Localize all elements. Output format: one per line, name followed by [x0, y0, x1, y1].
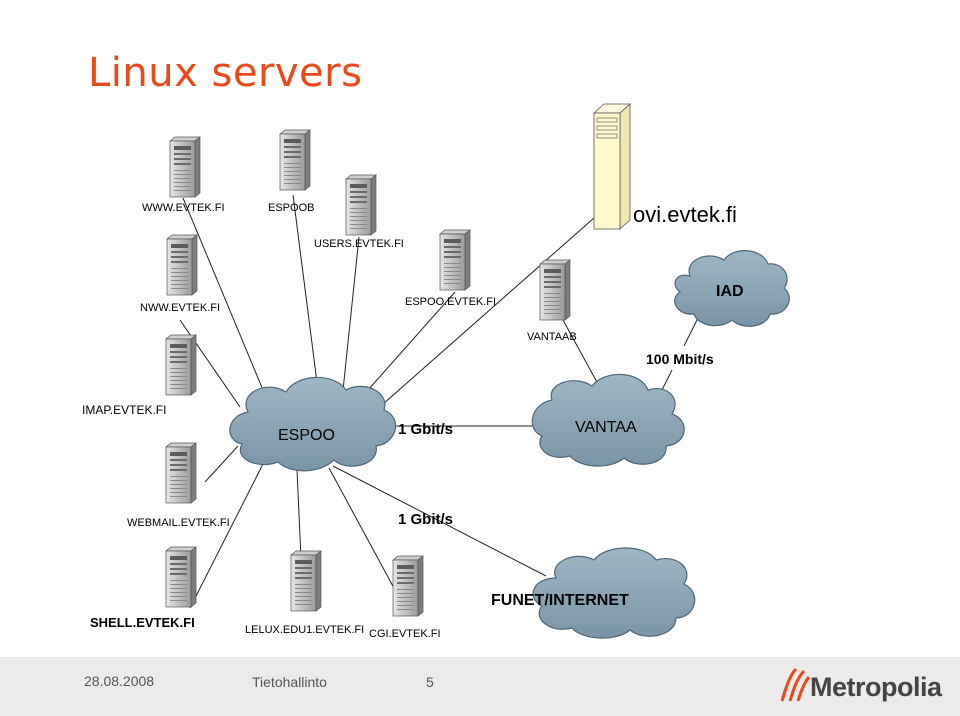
- label-cgi: CGI.EVTEK.FI: [369, 628, 441, 640]
- server-icon-nww: [166, 234, 198, 296]
- footer-date: 28.08.2008: [84, 673, 155, 689]
- slide-title: Linux servers: [88, 50, 363, 96]
- label-lelux: LELUX.EDU1.EVTEK.FI: [245, 624, 364, 636]
- server-icon-vantaab: [539, 259, 571, 321]
- link-users-espoo: [341, 236, 360, 401]
- label-imap: IMAP.EVTEK.FI: [82, 403, 166, 417]
- footer-course: Tietohallinto: [252, 674, 327, 690]
- link-label-bg: [640, 346, 730, 370]
- server-icon-imap: [165, 334, 197, 396]
- label-espoo-evtek: ESPOO.EVTEK.FI: [405, 296, 496, 308]
- label-nww: NWW.EVTEK.FI: [140, 302, 220, 314]
- footer-page-number: 5: [426, 674, 434, 690]
- server-icon-www: [169, 136, 201, 198]
- server-icon-webmail: [165, 442, 197, 504]
- server-icon-shell: [165, 546, 197, 608]
- server-icon-lelux: [290, 550, 322, 612]
- cloud-label-espoo: ESPOO: [278, 427, 335, 444]
- cloud-label-iad: IAD: [716, 283, 744, 300]
- server-icon-espoob: [279, 129, 311, 191]
- label-ovi: ovi.evtek.fi: [633, 202, 737, 227]
- server-ovi: [592, 103, 632, 230]
- label-espoob: ESPOOB: [268, 202, 314, 214]
- metropolia-logo-text: Metropolia: [810, 672, 942, 702]
- label-shell: SHELL.EVTEK.FI: [90, 615, 195, 630]
- link-vantaab-vantaa: [562, 319, 599, 385]
- cloud-vantaa: [531, 373, 685, 467]
- server-icon-espoo-evtek: [439, 229, 471, 291]
- slide-footer: 28.08.2008 Tietohallinto 5 Metropolia: [0, 657, 960, 716]
- link-label-vantaa-iad: 100 Mbit/s: [646, 351, 714, 367]
- link-label-espoo-vantaa: 1 Gbit/s: [398, 421, 453, 438]
- metropolia-logo-icon: [780, 667, 811, 702]
- link-label-espoo-funet: 1 Gbit/s: [398, 511, 453, 528]
- link-nww-espoo: [179, 319, 241, 408]
- cloud-label-vantaa: VANTAA: [575, 419, 637, 436]
- label-webmail: WEBMAIL.EVTEK.FI: [127, 517, 230, 529]
- cloud-espoo: [229, 376, 397, 472]
- label-users: USERS.EVTEK.FI: [314, 238, 404, 250]
- label-vantaab: VANTAAB: [527, 331, 577, 343]
- server-icon-users: [345, 174, 377, 236]
- link-espoo-funet: [332, 465, 547, 577]
- metropolia-logo: Metropolia: [776, 663, 946, 709]
- link-espoob-espoo: [292, 194, 320, 399]
- link-webmail-espoo: [204, 445, 239, 483]
- link-shell-espoo: [189, 461, 265, 609]
- link-ovi-espoo: [373, 217, 595, 413]
- link-www-espoo: [182, 197, 269, 403]
- label-www: WWW.EVTEK.FI: [142, 202, 225, 214]
- cloud-iad: [674, 250, 790, 327]
- cloud-funet: [532, 547, 696, 639]
- server-icon-cgi: [392, 555, 424, 617]
- cloud-label-funet: FUNET/INTERNET: [491, 592, 629, 609]
